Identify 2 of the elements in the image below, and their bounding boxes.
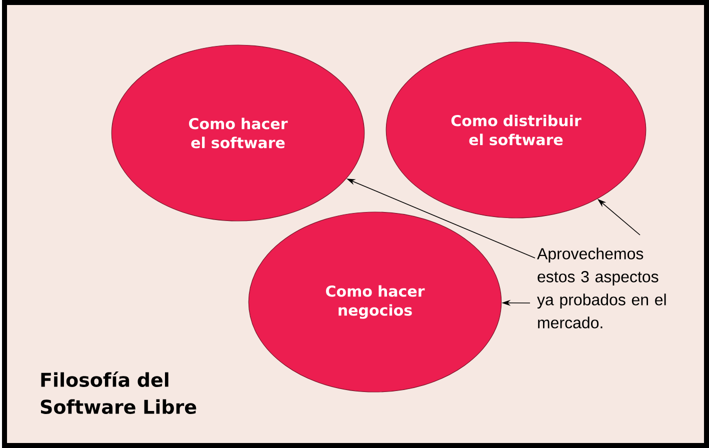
note-text: Aprovechemos estos 3 aspectos ya probados en el mercado. xyxy=(537,248,666,328)
title: Filosofía del Software Libre xyxy=(40,372,196,414)
